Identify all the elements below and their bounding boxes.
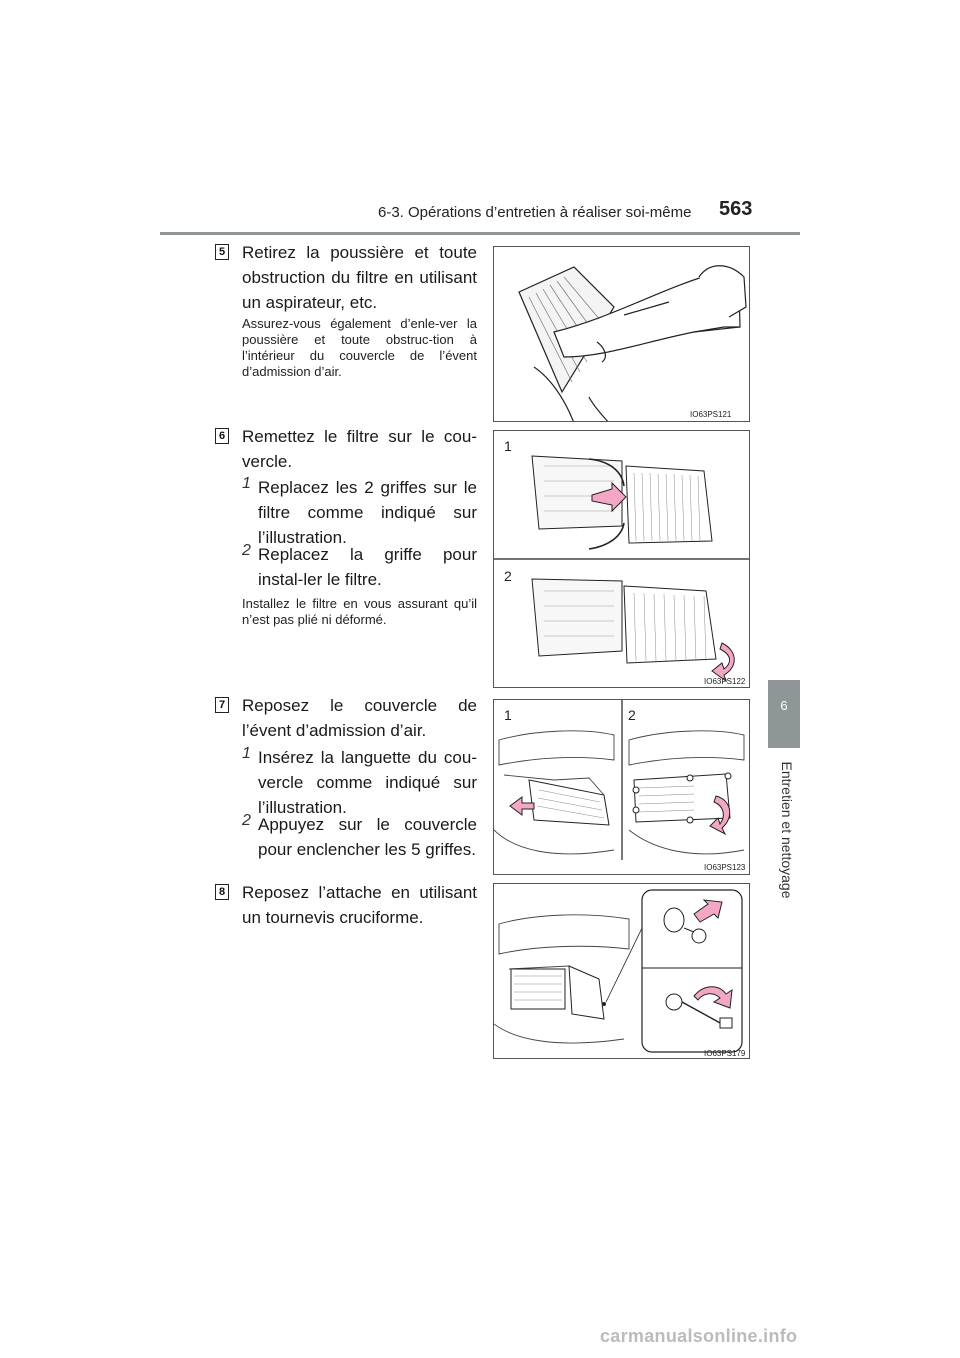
chapter-title-text: Entretien et nettoyage	[779, 761, 795, 899]
page-number: 563	[719, 198, 753, 220]
figure-code: IO63PS121	[690, 410, 732, 419]
substep-6-2-text: Replacez la griffe pour instal-ler le fi…	[258, 545, 477, 589]
header-rule	[160, 232, 800, 235]
substep-6-1-number: 1	[242, 475, 251, 492]
watermark: carmanualsonline.info	[600, 1326, 798, 1346]
substep-7-1-number: 1	[242, 745, 251, 762]
substep-7-1-text: Insérez la languette du cou-vercle comme…	[258, 748, 477, 817]
chapter-tab: 6	[768, 680, 800, 748]
step-5-text: Retirez la poussière et toute obstructio…	[242, 243, 477, 312]
step-8-text: Reposez l’attache en utilisant un tourne…	[242, 883, 477, 927]
substep-6-2-number: 2	[242, 542, 251, 559]
step-number-6: 6	[215, 428, 229, 444]
chapter-title: Entretien et nettoyage	[777, 760, 797, 900]
figure-label-1: 1	[504, 438, 512, 454]
section-title: 6-3. Opérations d’entretien à réaliser s…	[378, 204, 692, 221]
substep-6-1-text: Replacez les 2 griffes sur le filtre com…	[258, 478, 477, 547]
figure-clip-install: IO63PS179	[493, 883, 750, 1059]
filter-install-illustration: 1 2	[494, 438, 749, 686]
step-number-5: 5	[215, 244, 229, 260]
substep-7-2-text: Appuyez sur le couvercle pour enclencher…	[258, 815, 477, 859]
figure-vacuum-filter: IO63PS121	[493, 246, 750, 422]
step-7-text: Reposez le couvercle de l’évent d’admiss…	[242, 696, 477, 740]
figure-filter-install: 1 2	[493, 430, 750, 688]
substep-7-2-number: 2	[242, 812, 251, 829]
figure-label-1: 1	[504, 707, 512, 723]
figure-label-2: 2	[504, 568, 512, 584]
figure-code: IO63PS179	[704, 1049, 746, 1058]
step-6-note: Installez le filtre en vous assurant qu’…	[242, 596, 477, 627]
figure-code: IO63PS122	[704, 677, 746, 686]
figure-cover-install: 1 2 IO63PS123	[493, 699, 750, 875]
step-5-note: Assurez-vous également d’enle-ver la pou…	[242, 316, 477, 379]
step-6-text: Remettez le filtre sur le cou-vercle.	[242, 427, 477, 471]
vacuum-illustration: IO63PS121	[518, 265, 747, 421]
step-number-8: 8	[215, 884, 229, 900]
figure-code: IO63PS123	[704, 863, 746, 872]
step-number-7: 7	[215, 697, 229, 713]
figure-label-2: 2	[628, 707, 636, 723]
clip-install-illustration: IO63PS179	[494, 889, 746, 1058]
cover-install-illustration: 1 2 IO63PS123	[494, 700, 746, 872]
